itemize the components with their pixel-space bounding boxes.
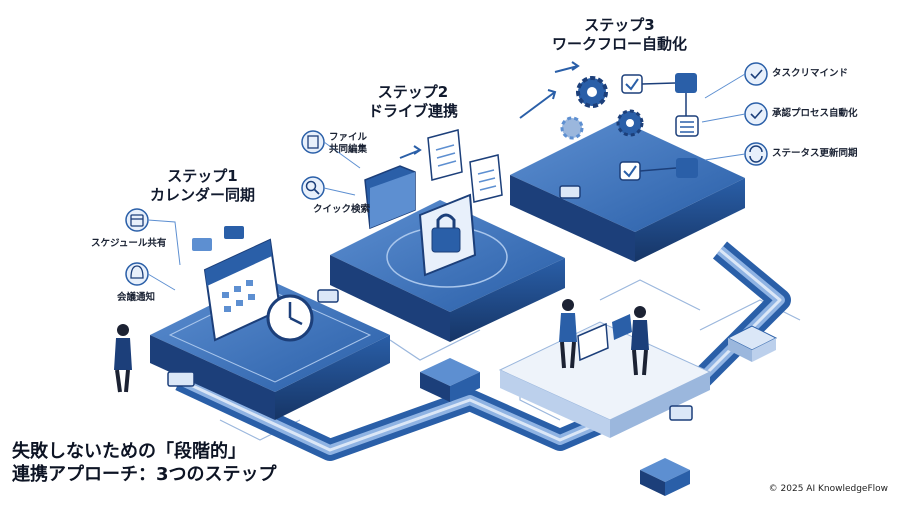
sync-icon [744, 142, 768, 166]
person-left [114, 324, 132, 393]
step1-title-line1: ステップ1 [167, 167, 238, 185]
callout-schedule-share: スケジュール共有 [91, 238, 167, 249]
platform-step3 [510, 120, 745, 262]
bell-icon [125, 262, 149, 286]
copyright-text: © 2025 AI KnowledgeFlow [768, 484, 888, 494]
gear-icon-mid [616, 109, 644, 137]
workstation-platform [498, 321, 712, 438]
clock-icon [266, 294, 314, 342]
callout-file-edit-line2: 共同編集 [329, 144, 368, 155]
person-right [631, 306, 649, 376]
step3-title-line1: ステップ3 [584, 16, 655, 34]
gear-icon-small [560, 116, 584, 140]
workflow-nodes [619, 73, 699, 181]
data-cube-3 [726, 325, 778, 362]
headline-line1: 失敗しないための「段階的」 [12, 441, 246, 462]
data-cube-1 [420, 358, 480, 402]
chat-bubble-icon [192, 226, 244, 251]
data-cube-2 [640, 458, 690, 496]
callout-meeting-notice: 会議通知 [117, 292, 156, 303]
headline: 失敗しないための「段階的」 連携アプローチ：3つのステップ [12, 440, 277, 486]
step3-title: ステップ3 ワークフロー自動化 [552, 16, 687, 54]
flow-arrows [399, 61, 580, 159]
document-icon-2 [469, 154, 503, 203]
file-stack-icon [301, 130, 325, 154]
data-cable-main [175, 241, 791, 461]
step1-title-line2: カレンダー同期 [150, 186, 256, 204]
person-middle [559, 299, 577, 369]
step1-title: ステップ1 カレンダー同期 [150, 167, 255, 205]
gear-icon-large [576, 76, 608, 108]
calendar-small-icon [125, 208, 149, 232]
callout-leaders [147, 73, 746, 291]
step3-title-line2: ワークフロー自動化 [552, 35, 688, 53]
calendar-icon [203, 238, 282, 342]
callout-quick-search: クイック検索 [313, 204, 371, 215]
document-icon-1 [427, 129, 463, 181]
callout-file-edit: ファイル 共同編集 [329, 132, 367, 156]
callout-approval-auto: 承認プロセス自動化 [772, 108, 858, 119]
step2-title: ステップ2 ドライブ連携 [368, 83, 458, 121]
callout-task-remind: タスクリマインド [772, 68, 849, 79]
folder-icon [364, 165, 416, 230]
connector-plugs [167, 185, 693, 421]
callout-file-edit-line1: ファイル [329, 132, 368, 143]
task-remind-icon [744, 62, 768, 86]
step2-title-line1: ステップ2 [377, 83, 449, 101]
step2-title-line2: ドライブ連携 [368, 102, 459, 120]
headline-line2: 連携アプローチ：3つのステップ [12, 464, 277, 485]
approval-icon [744, 102, 768, 126]
search-icon [301, 176, 325, 200]
callout-status-sync: ステータス更新同期 [772, 148, 858, 159]
desk-monitor [577, 314, 632, 362]
lock-folder-icon [418, 193, 477, 277]
